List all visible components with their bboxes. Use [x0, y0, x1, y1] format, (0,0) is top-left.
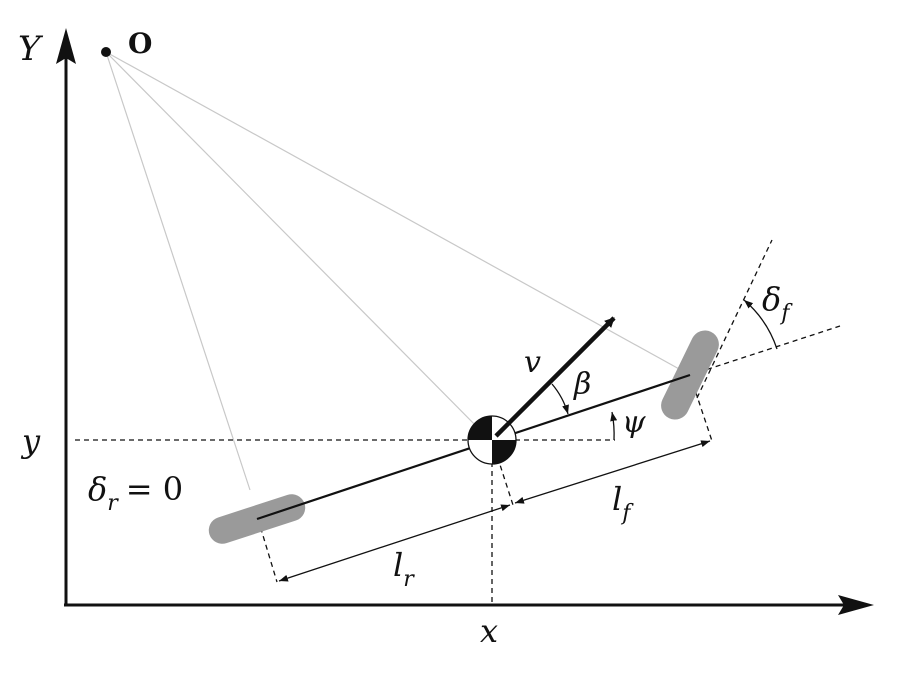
- origin-point: [101, 47, 111, 57]
- y-value-label: y: [20, 422, 41, 460]
- rear-steer-equation: = 0: [126, 470, 183, 508]
- front-length-dimension: [514, 440, 711, 504]
- dashed-guides: [75, 239, 841, 605]
- y-axis-label: Y: [18, 29, 44, 69]
- construction-lines: [105, 51, 691, 491]
- angle-arcs: [551, 299, 778, 441]
- velocity-label: v: [524, 345, 541, 380]
- y-axis-arrowhead: [56, 28, 76, 64]
- front-length-label: lf: [612, 480, 634, 526]
- x-value-label: x: [480, 612, 498, 650]
- rear-length-label: lr: [393, 546, 415, 592]
- rear-steer-subscript: r: [107, 491, 119, 516]
- origin-label: O: [128, 27, 152, 60]
- front-length-symbol: l: [612, 480, 622, 518]
- axes: [56, 28, 874, 615]
- rear-length-dimension: [278, 504, 511, 582]
- front-steer-symbol: δ: [762, 280, 781, 318]
- front-length-subscript: f: [620, 501, 634, 526]
- velocity-arrow: [494, 316, 616, 438]
- rear-steer-label: δr = 0: [88, 470, 183, 516]
- front-steer-subscript: f: [779, 301, 793, 326]
- slip-angle-label: β: [573, 367, 591, 402]
- dimension-arrows: [278, 440, 711, 582]
- rear-length-symbol: l: [393, 546, 403, 584]
- rear-steer-symbol: δ: [88, 470, 107, 508]
- front-steer-label: δf: [762, 280, 793, 326]
- heading-angle-label: ψ: [622, 405, 646, 440]
- rear-length-subscript: r: [403, 567, 415, 592]
- x-axis-arrowhead: [838, 595, 874, 615]
- wheels: [208, 330, 719, 544]
